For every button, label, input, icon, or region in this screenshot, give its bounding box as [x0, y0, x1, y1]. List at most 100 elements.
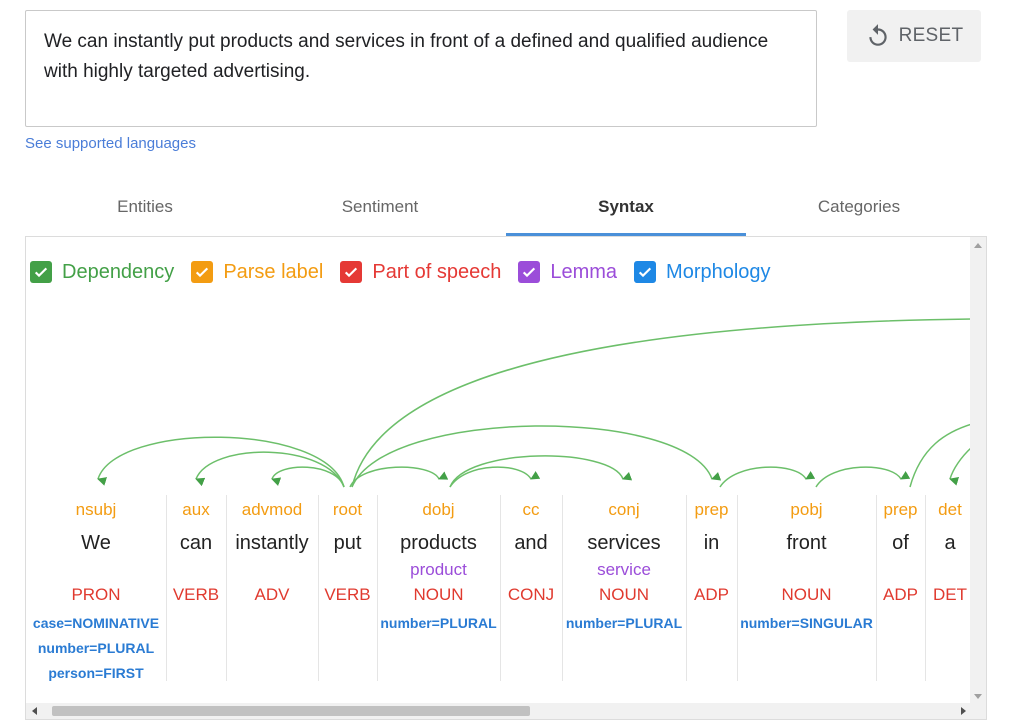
arc-pobj-prep	[815, 466, 911, 488]
checkbox-lemma[interactable]	[518, 261, 541, 283]
token-word: put	[333, 532, 362, 554]
arc-root-advmod	[271, 466, 345, 488]
morphology-feature: case=NOMINATIVE	[32, 615, 160, 631]
legend-label-lemma: Lemma	[550, 260, 618, 283]
syntax-panel: Dependency Parse label Part of speech Lemma…	[25, 236, 987, 720]
input-text: We can instantly put products and servic…	[44, 31, 769, 82]
part-of-speech: ADV	[254, 585, 290, 604]
part-of-speech: NOUN	[598, 585, 650, 604]
text-input[interactable]: We can instantly put products and servic…	[25, 10, 817, 127]
checkbox-dependency[interactable]	[30, 261, 52, 283]
reset-label: RESET	[898, 25, 964, 46]
check-icon	[196, 267, 209, 278]
column-divider	[925, 495, 926, 681]
vertical-scrollbar[interactable]	[970, 237, 986, 705]
dependency-arcs	[97, 318, 972, 488]
column-divider	[318, 495, 319, 681]
reset-button[interactable]: RESET	[847, 10, 981, 62]
legend-lemma[interactable]: Lemma	[518, 261, 617, 284]
legend-label-morphology: Morphology	[666, 260, 771, 283]
token-word: and	[514, 532, 548, 554]
analysis-tabs: Entities Sentiment Syntax Categories	[25, 190, 987, 236]
part-of-speech: ADP	[694, 585, 729, 604]
scroll-left-icon[interactable]	[32, 707, 37, 715]
parse-label: conj	[608, 500, 640, 519]
scroll-up-icon[interactable]	[974, 243, 982, 248]
tab-categories[interactable]: Categories	[817, 197, 901, 216]
token-word: can	[179, 532, 213, 554]
token-word: instantly	[235, 532, 309, 554]
checkbox-parse-label[interactable]	[191, 261, 214, 283]
column-divider	[166, 495, 167, 681]
check-icon	[345, 267, 358, 278]
token-lemma: product	[410, 560, 467, 579]
token-word: front	[786, 532, 827, 554]
parse-label: nsubj	[75, 500, 117, 519]
column-divider	[500, 495, 501, 681]
part-of-speech: DET	[933, 585, 967, 604]
legend-part-of-speech[interactable]: Part of speech	[340, 261, 501, 284]
column-divider	[226, 495, 227, 681]
legend-parse-label[interactable]: Parse label	[191, 261, 323, 284]
parse-label: prep	[883, 500, 918, 519]
token-word: We	[81, 532, 111, 554]
part-of-speech: VERB	[172, 585, 220, 604]
supported-languages-link[interactable]: See supported languages	[25, 135, 196, 152]
token-lemma: service	[597, 560, 651, 579]
token-word: of	[892, 532, 909, 554]
column-divider	[377, 495, 378, 681]
parse-label: root	[332, 500, 363, 519]
parse-label: aux	[182, 500, 210, 519]
parse-label: dobj	[422, 500, 455, 519]
morphology: number=PLURAL	[562, 611, 686, 636]
column-divider	[876, 495, 877, 681]
arc-root-aux	[195, 451, 345, 488]
checkbox-part-of-speech[interactable]	[340, 261, 363, 283]
tab-entities[interactable]: Entities	[117, 197, 173, 216]
parse-label: det	[938, 500, 962, 519]
scroll-down-icon[interactable]	[974, 694, 982, 699]
part-of-speech: NOUN	[781, 585, 832, 604]
morphology: number=SINGULAR	[737, 611, 876, 636]
token-word: services	[587, 532, 661, 554]
checkbox-morphology[interactable]	[634, 261, 657, 283]
tab-syntax[interactable]: Syntax	[506, 190, 746, 236]
part-of-speech: PRON	[71, 585, 121, 604]
legend-dependency[interactable]: Dependency	[30, 261, 174, 284]
check-icon	[523, 267, 536, 278]
token-word: in	[703, 532, 720, 554]
scroll-right-icon[interactable]	[961, 707, 966, 715]
reset-icon	[868, 24, 887, 46]
arc-prep-pobj	[719, 466, 816, 488]
legend-label-part-of-speech: Part of speech	[372, 260, 502, 283]
legend-label-parse-label: Parse label	[223, 260, 324, 283]
legend: Dependency Parse label Part of speech Lemma…	[30, 259, 788, 285]
legend-morphology[interactable]: Morphology	[634, 261, 771, 284]
arc-root-prep	[351, 425, 722, 488]
arc-root-nsubj	[97, 436, 345, 488]
arc-root-long	[351, 318, 972, 488]
column-divider	[737, 495, 738, 681]
legend-label-dependency: Dependency	[62, 260, 175, 283]
morphology: number=PLURAL	[377, 611, 500, 636]
token-word: a	[944, 532, 956, 554]
morphology-feature: number=PLURAL	[565, 615, 683, 631]
check-icon	[34, 267, 48, 278]
morphology-feature: number=PLURAL	[37, 640, 155, 656]
scroll-thumb[interactable]	[52, 706, 530, 716]
tab-sentiment[interactable]: Sentiment	[341, 197, 419, 216]
part-of-speech: CONJ	[507, 585, 555, 604]
part-of-speech: ADP	[883, 585, 918, 604]
parse-label: advmod	[241, 500, 303, 519]
horizontal-scrollbar[interactable]	[26, 703, 986, 719]
